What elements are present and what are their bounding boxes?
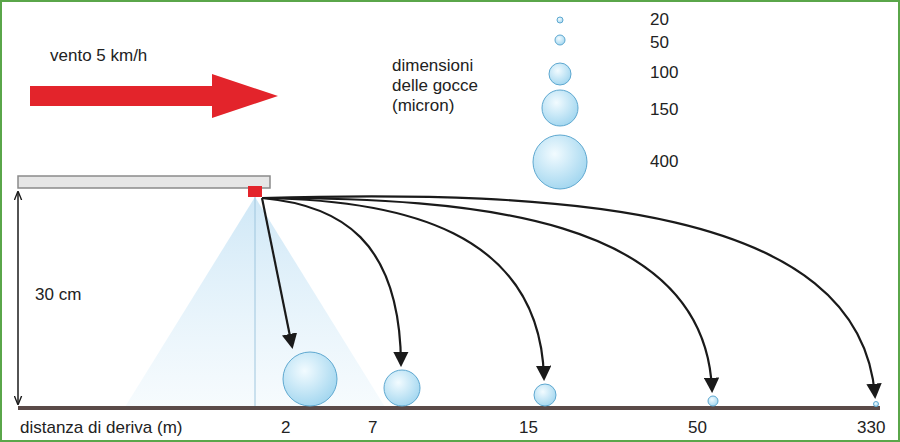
ground-drop-50 [708,396,718,406]
trajectory-20 [262,196,875,396]
drop-100 [549,63,571,85]
legend-title: dimensioni delle gocce (micron) [392,56,492,116]
drop-150 [542,90,578,126]
distance-number: 15 [519,418,538,438]
distance-number: 330 [857,418,885,438]
trajectory-50 [262,198,712,390]
trajectory-400 [262,198,292,346]
distance-number: 50 [688,418,707,438]
spray-boom [18,176,270,188]
legend-value: 20 [650,10,669,30]
wind-arrow [30,74,278,118]
height-dimension [17,192,19,404]
height-label: 30 cm [35,285,81,305]
drop-400 [533,135,587,189]
legend-value: 50 [650,33,669,53]
wind-label: vento 5 km/h [50,46,147,66]
trajectory-100 [262,198,544,378]
ground-drop-400 [283,352,337,406]
distance-number: 7 [368,418,377,438]
ground-line [18,406,880,410]
drop-50 [555,35,565,45]
ground-drop-150 [384,370,420,406]
ground-drop-100 [534,384,556,406]
legend-value: 100 [650,63,678,83]
trajectory-150 [262,198,401,364]
spray-cone [125,197,385,407]
axis-title: distanza di deriva (m) [20,418,183,438]
distance-number: 2 [281,418,290,438]
cone-axis [255,197,256,407]
legend-value: 150 [650,100,678,120]
legend-value: 400 [650,152,678,172]
drop-20 [557,17,563,23]
ground-drop-20 [874,402,879,407]
nozzle [248,186,262,197]
